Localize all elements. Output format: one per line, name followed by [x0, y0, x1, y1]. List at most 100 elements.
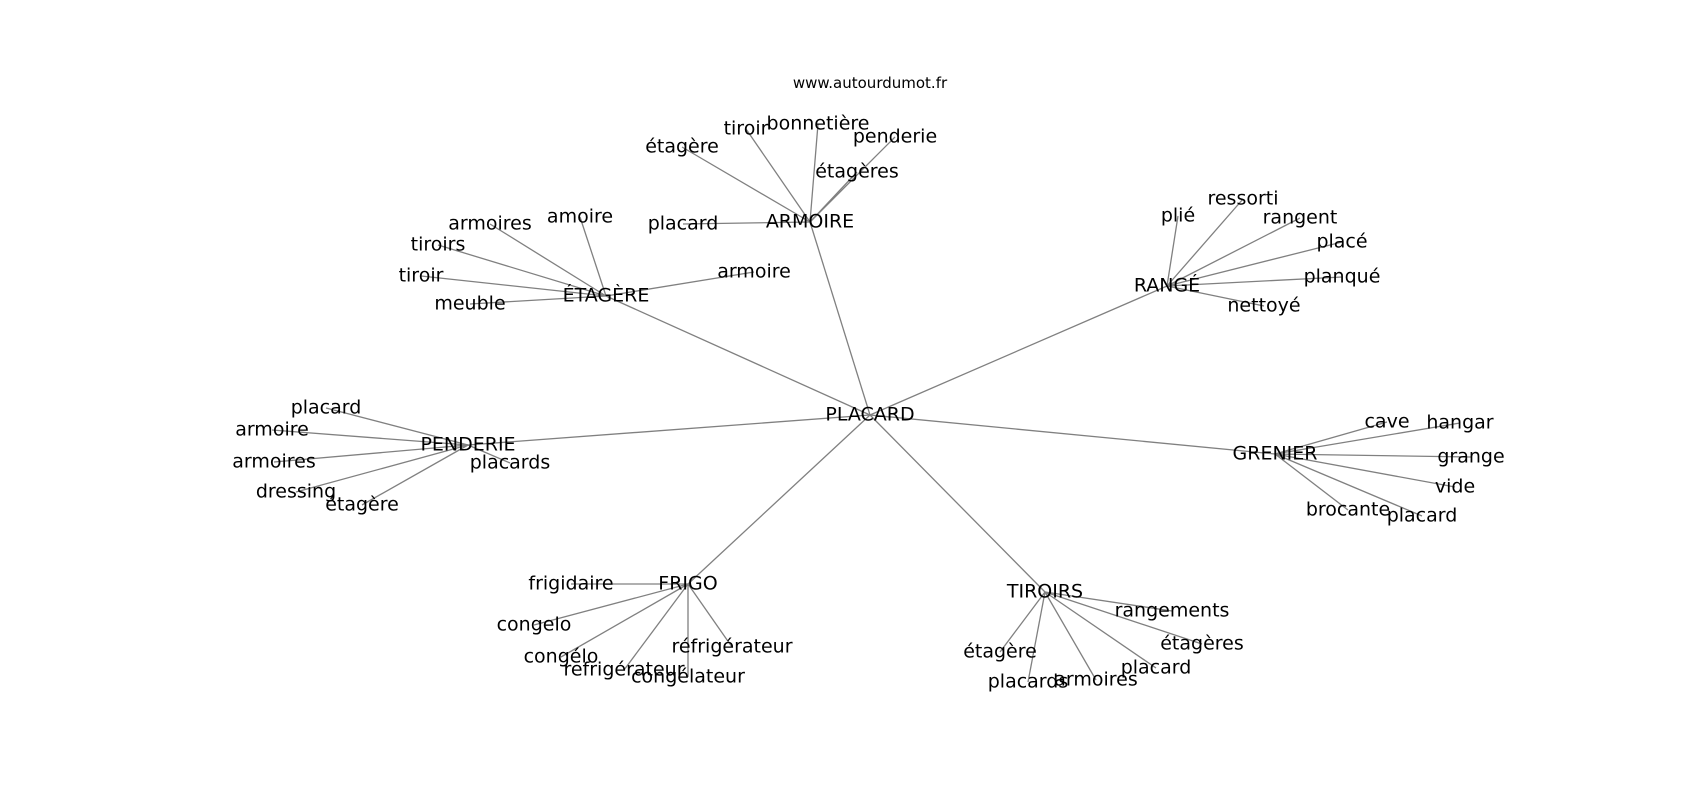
leaf-edge: [1274, 453, 1472, 458]
leaf-node: bonnetière: [767, 113, 870, 135]
leaf-node: dressing: [256, 481, 336, 503]
leaf-edge: [1044, 591, 1157, 669]
leaf-edge: [361, 444, 469, 506]
hub-edge: [687, 414, 871, 585]
hub-node: RANGÉ: [1134, 274, 1200, 297]
leaf-node: tiroir: [724, 118, 769, 140]
leaf-node: nettoyé: [1227, 295, 1300, 317]
hub-node: ÉTAGÈRE: [563, 284, 650, 307]
leaf-node: placards: [470, 452, 551, 474]
leaf-node: étagère: [963, 641, 1037, 663]
leaf-node: armoire: [235, 419, 309, 441]
leaf-node: placé: [1316, 231, 1367, 253]
leaf-node: congelo: [497, 614, 572, 636]
leaf-node: étagère: [645, 136, 719, 158]
leaf-node: meuble: [434, 293, 505, 315]
leaf-node: vide: [1435, 476, 1475, 498]
leaf-edge: [1027, 591, 1046, 683]
leaf-edge: [687, 583, 733, 648]
leaf-node: étagère: [325, 494, 399, 516]
leaf-node: réfrigérateur: [671, 636, 792, 658]
hub-edge: [605, 295, 871, 416]
leaf-edge: [1274, 421, 1388, 455]
hub-node: PENDERIE: [420, 434, 515, 456]
leaf-node: armoire: [717, 261, 791, 283]
leaf-node: hangar: [1426, 412, 1493, 434]
leaf-edge: [579, 216, 607, 297]
leaf-node: cave: [1364, 411, 1409, 433]
leaf-edge: [1166, 276, 1343, 287]
leaf-edge: [1166, 285, 1265, 307]
leaf-node: ressorti: [1207, 188, 1278, 210]
leaf-edge: [437, 244, 607, 297]
leaf-edge: [325, 407, 469, 446]
leaf-node: tiroirs: [411, 234, 466, 256]
leaf-edge: [809, 171, 858, 223]
leaf-node: penderie: [853, 126, 937, 148]
leaf-node: tiroir: [399, 265, 444, 287]
leaf-edge: [560, 583, 689, 658]
leaf-node: amoire: [547, 206, 613, 228]
leaf-edge: [605, 271, 755, 297]
hub-edge: [809, 221, 871, 416]
leaf-node: armoires: [1054, 669, 1138, 691]
leaf-node: étagères: [815, 161, 899, 183]
leaf-edge: [273, 444, 469, 463]
leaf-node: placard: [1121, 657, 1192, 679]
leaf-edge: [623, 583, 689, 671]
leaf-edge: [999, 591, 1046, 653]
leaf-node: placard: [291, 397, 362, 419]
leaf-edge: [271, 429, 469, 446]
leaf-edge: [1274, 453, 1456, 488]
leaf-node: brocante: [1306, 499, 1390, 521]
leaf-node: armoires: [232, 451, 316, 473]
hub-edge: [869, 285, 1168, 416]
leaf-edge: [1166, 217, 1301, 287]
leaf-edge: [1274, 422, 1461, 455]
center-node: PLACARD: [825, 404, 914, 426]
site-url: www.autourdumot.fr: [793, 74, 948, 92]
leaf-node: rangent: [1263, 207, 1338, 229]
leaf-edge: [1044, 591, 1097, 681]
graph-edges: [271, 123, 1472, 683]
leaf-node: congélateur: [631, 666, 745, 688]
leaf-node: refrigérateur: [563, 659, 684, 681]
hub-node: TIROIRS: [1006, 581, 1083, 603]
leaf-node: frigidaire: [528, 573, 613, 595]
hub-edge: [467, 414, 871, 446]
leaf-edge: [1274, 453, 1349, 511]
hub-node: GRENIER: [1233, 443, 1318, 465]
leaf-edge: [420, 275, 607, 297]
hub-edge: [869, 414, 1276, 455]
leaf-edge: [295, 444, 469, 493]
leaf-edge: [1274, 453, 1423, 517]
leaf-edge: [681, 146, 811, 223]
leaf-edge: [1044, 591, 1173, 612]
leaf-node: congélo: [524, 646, 599, 668]
leaf-edge: [467, 444, 511, 464]
leaf-edge: [1166, 241, 1343, 287]
leaf-node: planqué: [1304, 266, 1381, 288]
hub-node: FRIGO: [658, 573, 717, 595]
leaf-node: placards: [988, 671, 1069, 693]
leaf-node: rangements: [1115, 600, 1230, 622]
leaf-node: armoires: [448, 213, 532, 235]
leaf-edge: [745, 128, 811, 223]
leaf-edge: [533, 583, 689, 626]
hub-node: ARMOIRE: [766, 211, 854, 233]
leaf-node: grange: [1437, 446, 1504, 468]
leaf-node: plié: [1161, 205, 1195, 227]
leaf-edge: [1166, 215, 1179, 287]
leaf-edge: [469, 295, 607, 305]
hub-edge: [869, 414, 1046, 593]
leaf-edge: [1044, 591, 1203, 645]
leaf-node: placard: [648, 213, 719, 235]
leaf-edge: [809, 123, 819, 223]
leaf-node: placard: [1387, 505, 1458, 527]
leaf-edge: [489, 223, 607, 297]
leaf-edge: [682, 221, 811, 225]
leaf-edge: [1166, 198, 1244, 287]
leaf-node: étagères: [1160, 633, 1244, 655]
graph-labels: PLACARDARMOIREétagèretiroirbonnetièrepen…: [232, 113, 1504, 693]
